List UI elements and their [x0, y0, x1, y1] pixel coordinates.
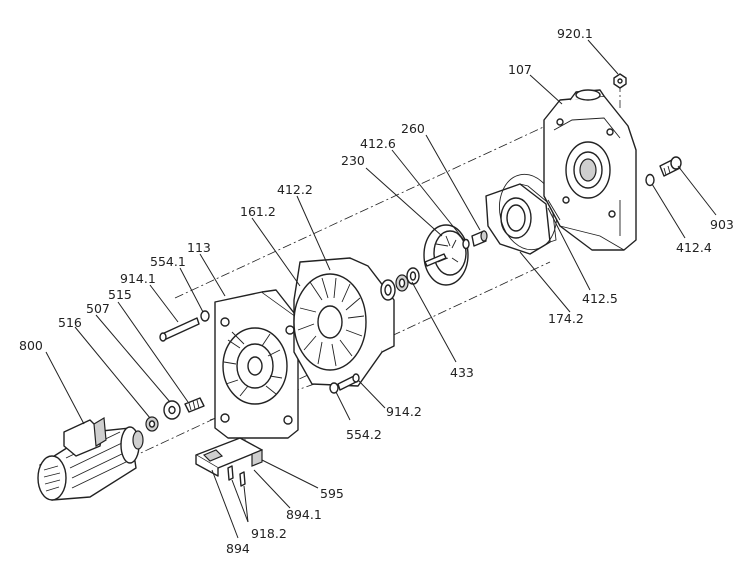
pump-casing-107: [543, 89, 637, 251]
label-433: 433: [450, 365, 474, 380]
label-174-2: 174.2: [548, 311, 584, 326]
label-918-2: 918.2: [251, 526, 287, 541]
label-161-2: 161.2: [240, 204, 276, 219]
sleeve-260: [471, 230, 488, 247]
label-595: 595: [320, 486, 344, 501]
motor-800: [37, 416, 144, 501]
label-412-6: 412.6: [360, 136, 396, 151]
label-914-1: 914.1: [120, 271, 156, 286]
washer-516: [145, 416, 159, 432]
label-107: 107: [508, 62, 532, 77]
part-labels: 920.1 107 260 412.6 230 412.2 161.2 113 …: [19, 26, 734, 556]
label-554-1: 554.1: [150, 254, 186, 269]
label-507: 507: [86, 301, 110, 316]
label-920-1: 920.1: [557, 26, 593, 41]
label-554-2: 554.2: [346, 427, 382, 442]
washer-554-1: [200, 310, 210, 322]
label-230: 230: [341, 153, 365, 168]
leader-lines: [45, 39, 717, 539]
label-260: 260: [401, 121, 425, 136]
label-516: 516: [58, 315, 82, 330]
ring-507: [163, 400, 181, 420]
label-903: 903: [710, 217, 734, 232]
label-412-2: 412.2: [277, 182, 313, 197]
label-800: 800: [19, 338, 43, 353]
label-412-5: 412.5: [582, 291, 618, 306]
casing-113: [214, 289, 299, 439]
o-ring-412-6: [462, 238, 470, 250]
casing-cover-161-2: [293, 257, 395, 387]
impeller-230: [423, 224, 469, 286]
washer-554-2: [329, 382, 339, 394]
bolt-914-2: [337, 373, 360, 391]
label-412-4: 412.4: [676, 240, 712, 255]
label-113: 113: [187, 240, 211, 255]
diffuser-174-2: [485, 183, 557, 255]
nut-920-1: [613, 73, 627, 89]
spring-515: [184, 397, 205, 413]
screw-894-1: [227, 465, 246, 487]
label-894-1: 894.1: [286, 507, 322, 522]
o-ring-412-4: [645, 173, 655, 187]
label-914-2: 914.2: [386, 404, 422, 419]
label-515: 515: [108, 287, 132, 302]
label-894: 894: [226, 541, 250, 556]
bolt-914-1: [159, 317, 200, 342]
